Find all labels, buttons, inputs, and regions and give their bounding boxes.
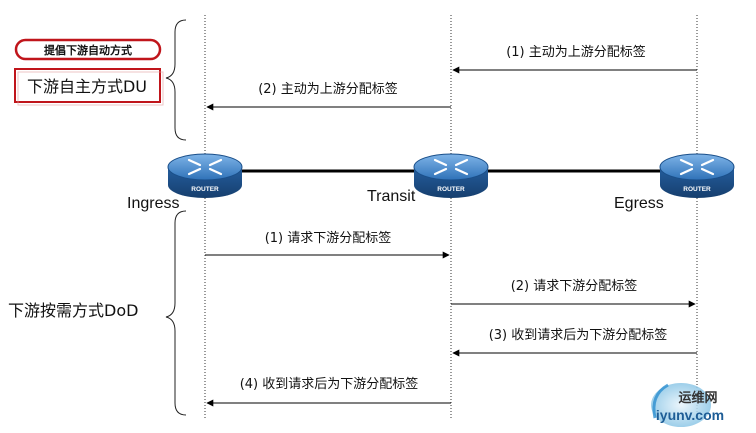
recommend-badge [14, 38, 162, 61]
dod-message-1-label: (1) 请求下游分配标签 [265, 230, 392, 246]
dod-message-4-label: (4) 收到请求后为下游分配标签 [240, 376, 419, 392]
du-label-box [14, 68, 161, 103]
router-transit: ROUTER [413, 153, 489, 198]
du-brace [165, 19, 187, 141]
dod-message-2-label: (2) 请求下游分配标签 [511, 278, 638, 294]
router-ingress-label: ROUTER [191, 186, 219, 193]
node-transit: Transit [367, 188, 416, 205]
watermark-cn: 运维网 [678, 390, 717, 406]
du-message-2-label: (2) 主动为上游分配标签 [258, 81, 398, 97]
node-egress: Egress [614, 195, 664, 212]
badge-text: 提倡下游自动方式 [44, 43, 132, 57]
router-transit-label: ROUTER [437, 186, 465, 193]
node-ingress: Ingress [127, 195, 179, 212]
dod-message-3-label: (3) 收到请求后为下游分配标签 [489, 327, 668, 343]
du-message-1-label: (1) 主动为上游分配标签 [506, 44, 646, 60]
router-egress: ROUTER [659, 153, 735, 198]
watermark-logo: 运维网 iyunv.com [651, 383, 724, 427]
du-label: 下游自主方式DU [27, 77, 147, 96]
router-ingress: ROUTER [167, 153, 243, 198]
router-egress-label: ROUTER [683, 186, 711, 193]
watermark-url: iyunv.com [656, 407, 724, 423]
dod-brace [165, 210, 187, 416]
dod-label: 下游按需方式DoD [8, 301, 138, 320]
